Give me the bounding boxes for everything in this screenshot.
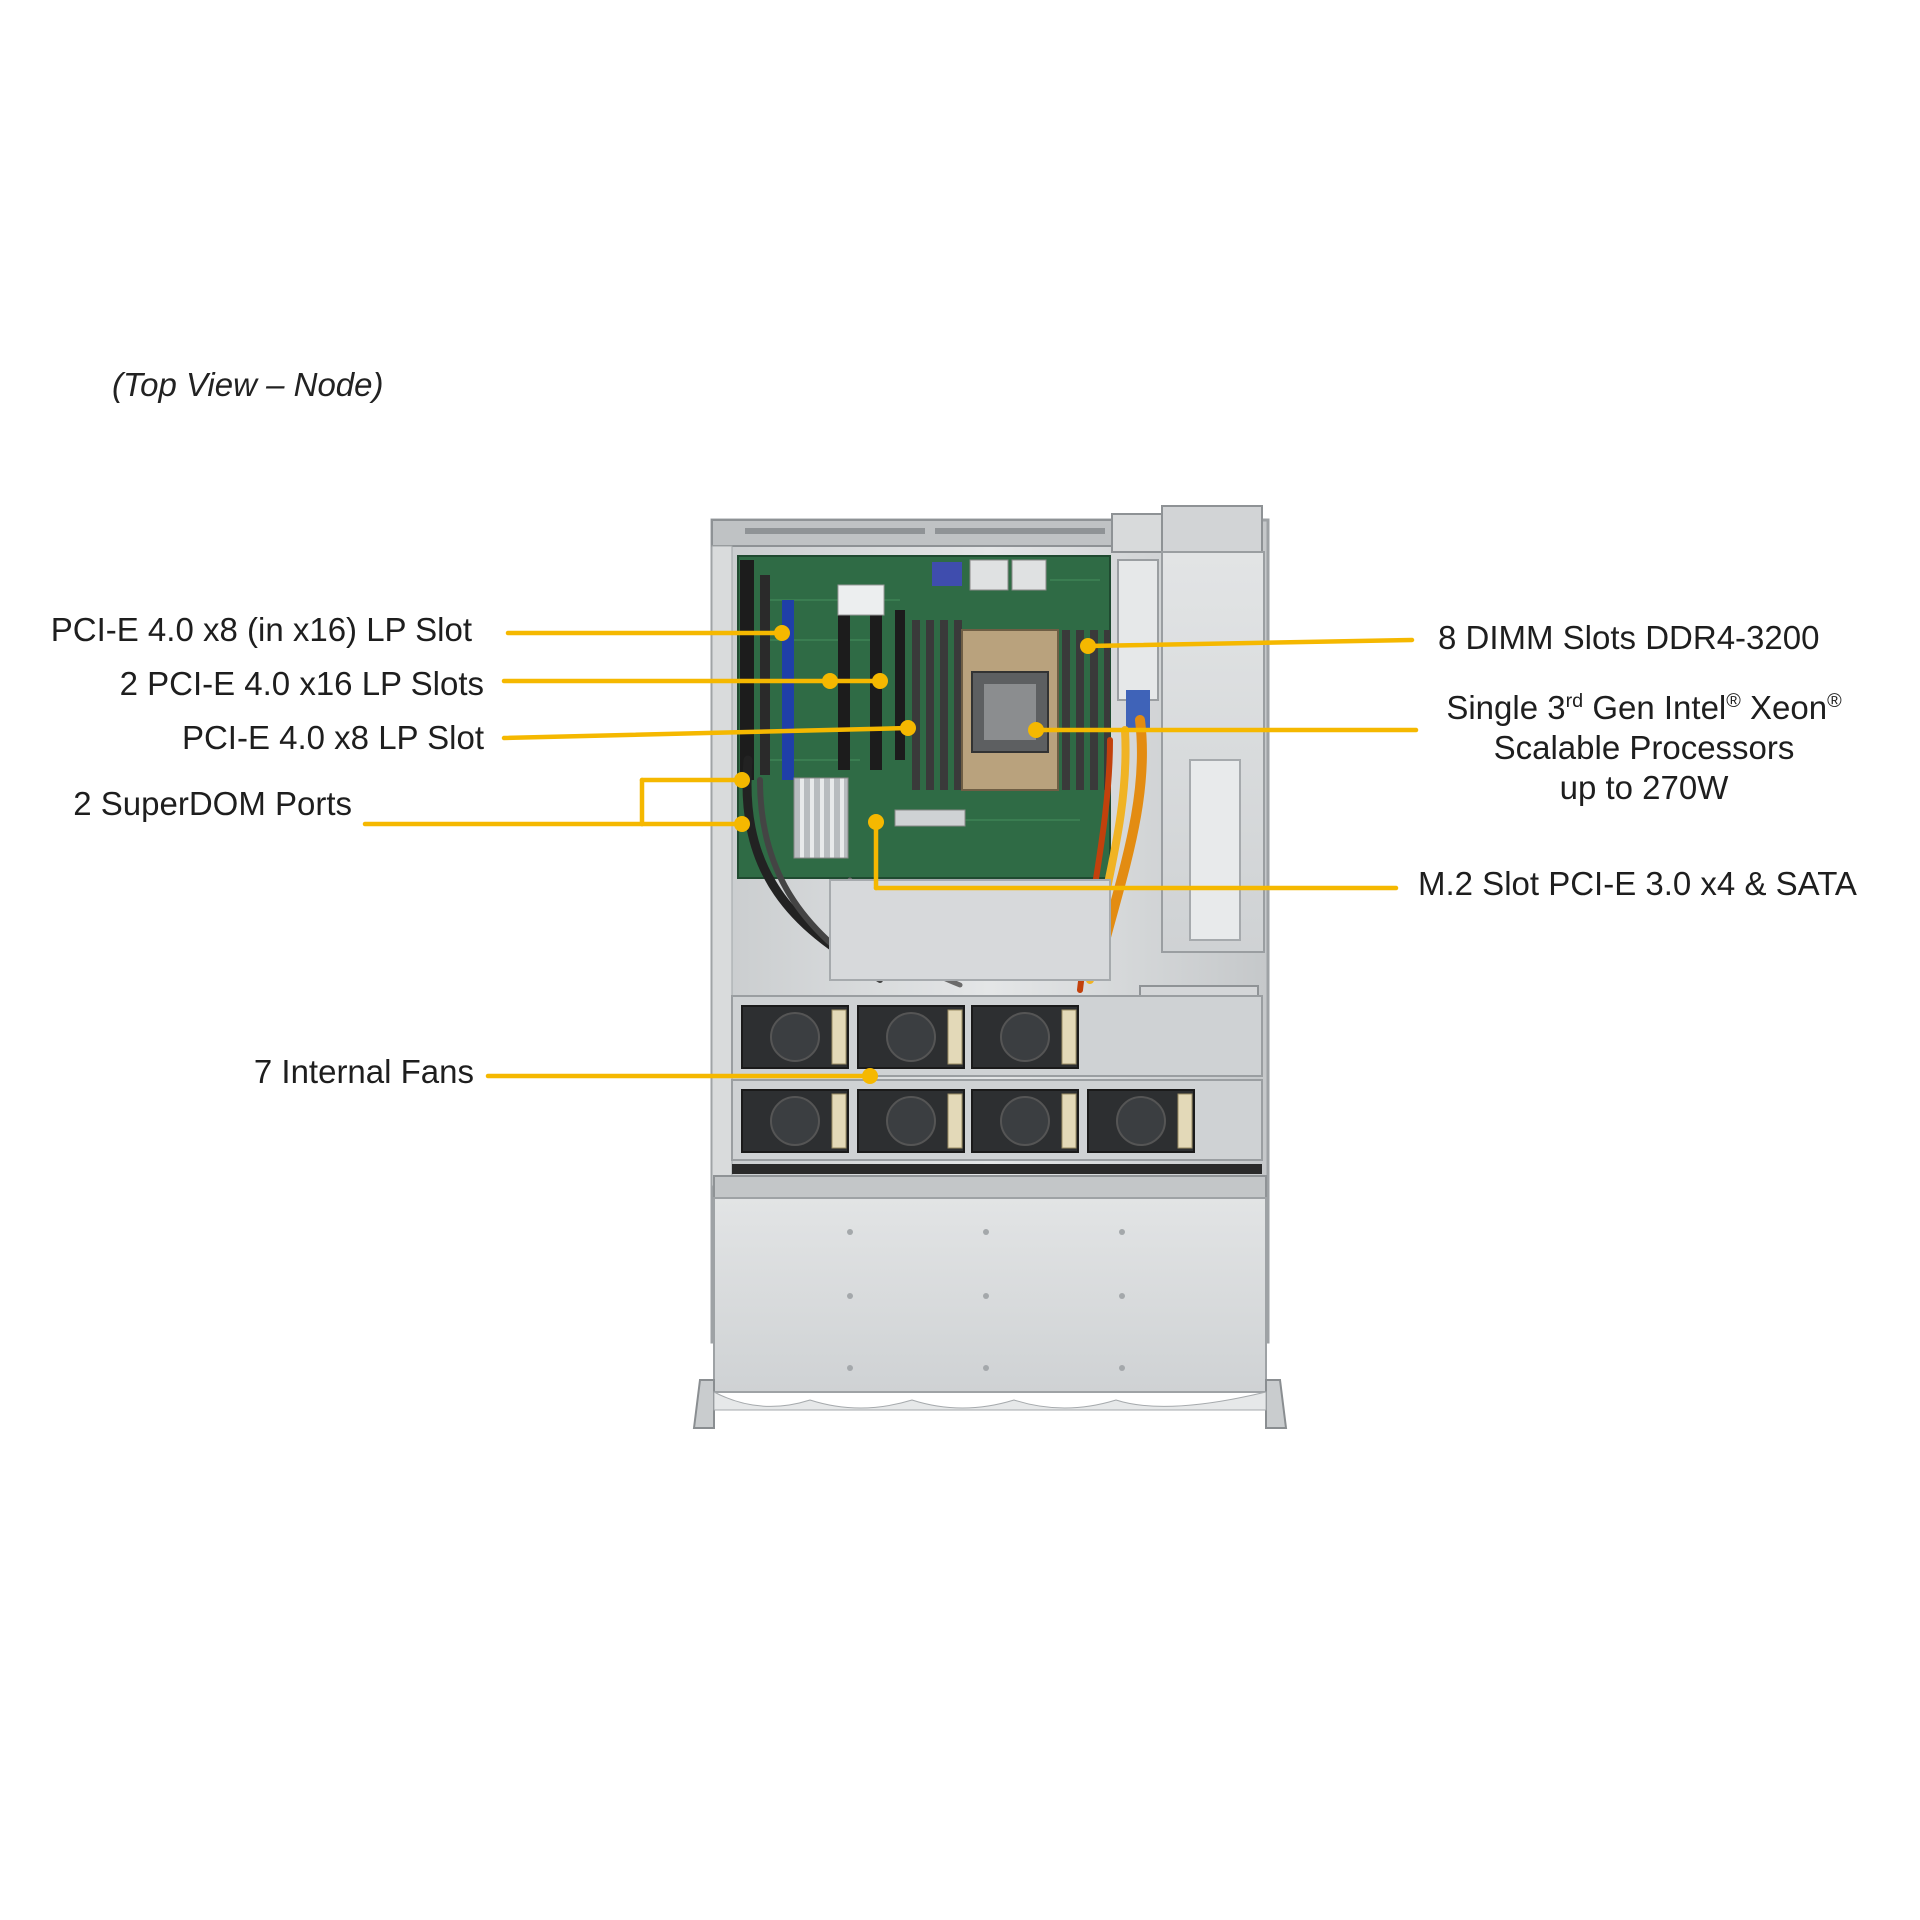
fan-rotor bbox=[1116, 1096, 1166, 1146]
callout-dot-dimm bbox=[1080, 638, 1096, 654]
callout-line-dimm bbox=[1085, 637, 1415, 649]
callout-lines bbox=[362, 625, 1419, 1084]
fan-rotor bbox=[886, 1096, 936, 1146]
label-pcie-x8: PCI-E 4.0 x8 LP Slot bbox=[181, 719, 484, 756]
callout-dot-pcie-x16-a bbox=[822, 673, 838, 689]
label-fans: 7 Internal Fans bbox=[253, 1053, 474, 1090]
callout-dot-fans bbox=[862, 1068, 878, 1084]
fan-rotor bbox=[1000, 1012, 1050, 1062]
fan-latch bbox=[1177, 1093, 1193, 1149]
fan-module bbox=[741, 1089, 849, 1153]
fan-latch bbox=[831, 1009, 847, 1065]
fan-module bbox=[741, 1005, 849, 1069]
fan-latch bbox=[947, 1093, 963, 1149]
view-caption: (Top View – Node) bbox=[112, 366, 384, 403]
label-pcie-x16-slots: 2 PCI-E 4.0 x16 LP Slots bbox=[119, 665, 484, 702]
label-dimm: 8 DIMM Slots DDR4-3200 bbox=[1438, 619, 1820, 656]
front-tray bbox=[692, 1175, 1288, 1429]
fan-rotor bbox=[770, 1012, 820, 1062]
fan-latch bbox=[947, 1009, 963, 1065]
callout-dot-pcie-x16-b bbox=[872, 673, 888, 689]
callout-dot-cpu bbox=[1028, 722, 1044, 738]
fan-latch bbox=[831, 1093, 847, 1149]
label-cpu-line2: Scalable Processors bbox=[1493, 729, 1795, 766]
callout-line-pcie-x8 bbox=[501, 725, 911, 741]
fan-module bbox=[857, 1005, 965, 1069]
fan-rotor bbox=[886, 1012, 936, 1062]
label-cpu-line3: up to 270W bbox=[1559, 769, 1729, 806]
callout-dot-superdom-b bbox=[734, 816, 750, 832]
label-superdom: 2 SuperDOM Ports bbox=[73, 785, 352, 822]
fan-latch bbox=[1061, 1093, 1077, 1149]
label-cpu: Single 3rd Gen Intel® Xeon® Scalable Pro… bbox=[1404, 688, 1884, 808]
callout-dot-superdom-a bbox=[734, 772, 750, 788]
motherboard bbox=[737, 555, 1111, 879]
fan-module bbox=[857, 1089, 965, 1153]
air-shroud bbox=[829, 879, 1111, 981]
fan-module bbox=[1087, 1089, 1195, 1153]
fan-bottom-bar bbox=[732, 1164, 1262, 1174]
label-cpu-line1: Single 3rd Gen Intel® Xeon® bbox=[1446, 689, 1842, 726]
callout-dot-m2 bbox=[868, 814, 884, 830]
callout-dot-pcie-x8-in-x16 bbox=[774, 625, 790, 641]
fan-rotor bbox=[770, 1096, 820, 1146]
fan-module bbox=[971, 1005, 1079, 1069]
fan-module bbox=[971, 1089, 1079, 1153]
label-m2: M.2 Slot PCI-E 3.0 x4 & SATA bbox=[1418, 865, 1857, 902]
fan-latch bbox=[1061, 1009, 1077, 1065]
callout-dot-pcie-x8 bbox=[900, 720, 916, 736]
label-pcie-x8-in-x16: PCI-E 4.0 x8 (in x16) LP Slot bbox=[50, 611, 472, 648]
fan-assembly bbox=[731, 995, 1263, 1174]
fan-rotor bbox=[1000, 1096, 1050, 1146]
